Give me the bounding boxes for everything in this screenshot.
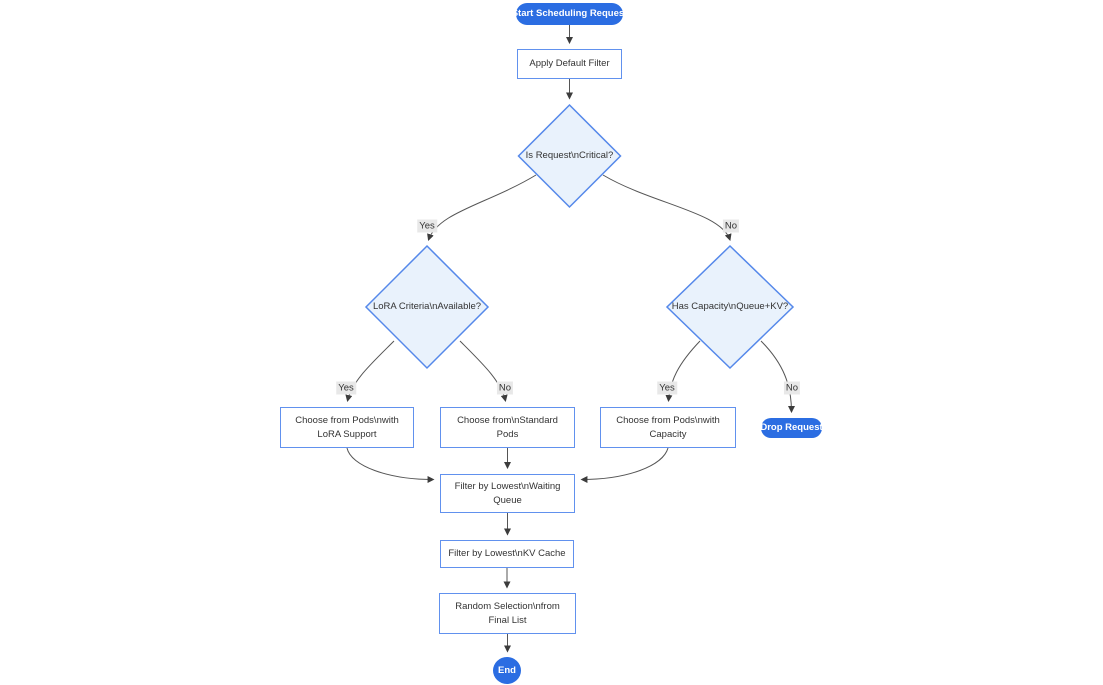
node-label: Apply Default Filter [529, 58, 610, 69]
node-label: Choose from Pods\nwith [295, 414, 399, 426]
node-choose-pods-capacity: Choose from Pods\nwith Capacity [600, 407, 736, 448]
node-choose-standard-pods: Choose from\nStandard Pods [440, 407, 575, 448]
node-label: Drop Request [760, 422, 823, 433]
edge-lora-no-to-choose-standard-pods [459, 340, 508, 403]
node-is-request-critical-label: Is Request\nCritical? [525, 150, 614, 161]
node-has-capacity-label: Has Capacity\nQueue+KV? [671, 301, 789, 312]
node-label: Queue [493, 494, 522, 506]
node-random-selection: Random Selection\nfrom Final List [439, 593, 576, 634]
node-filter-waiting-queue: Filter by Lowest\nWaiting Queue [440, 474, 575, 513]
edge-lora-yes-to-choose-lora-pods [345, 340, 395, 403]
node-label: Choose from\nStandard [457, 414, 558, 426]
edge-choose-lora-pods-to-filter-queue [346, 447, 435, 483]
decision-has-capacity-shape [665, 244, 795, 370]
decision-lora-criteria-shape [364, 244, 490, 370]
node-label: Capacity [649, 428, 687, 440]
node-label: Filter by Lowest\nKV Cache [448, 548, 566, 559]
node-start: Start Scheduling Request [512, 3, 627, 25]
node-drop-request: Drop Request [760, 418, 823, 438]
node-lora-criteria-label: LoRA Criteria\nAvailable? [372, 301, 482, 312]
edge-label-lora-yes: Yes [336, 381, 356, 395]
edge-label-lora-no: No [496, 381, 514, 395]
node-label: End [498, 664, 516, 676]
edge-label-critical-no: No [722, 219, 740, 233]
edge-label-capacity-yes: Yes [657, 381, 677, 395]
node-label: LoRA Support [317, 428, 377, 440]
node-choose-pods-lora: Choose from Pods\nwith LoRA Support [280, 407, 414, 448]
node-end: End [493, 657, 521, 684]
edge-label-critical-yes: Yes [417, 219, 437, 233]
node-filter-kv-cache: Filter by Lowest\nKV Cache [440, 540, 574, 568]
node-apply-default-filter: Apply Default Filter [517, 49, 622, 79]
edge-critical-yes-to-lora [427, 174, 537, 241]
edge-choose-capacity-pods-to-filter-queue [580, 447, 669, 483]
edge-capacity-yes-to-choose-capacity-pods [665, 340, 701, 403]
node-label: Random Selection\nfrom [455, 600, 560, 612]
edge-critical-no-to-capacity [602, 174, 732, 241]
edge-label-capacity-no: No [783, 381, 801, 395]
node-label: Start Scheduling Request [511, 8, 628, 19]
node-label: Choose from Pods\nwith [616, 414, 720, 426]
node-label: Final List [488, 614, 527, 626]
node-label: Pods [496, 428, 519, 440]
edge-capacity-no-to-drop-request [760, 340, 795, 414]
node-label: Filter by Lowest\nWaiting [454, 480, 561, 492]
decision-is-request-critical-shape [517, 103, 622, 209]
